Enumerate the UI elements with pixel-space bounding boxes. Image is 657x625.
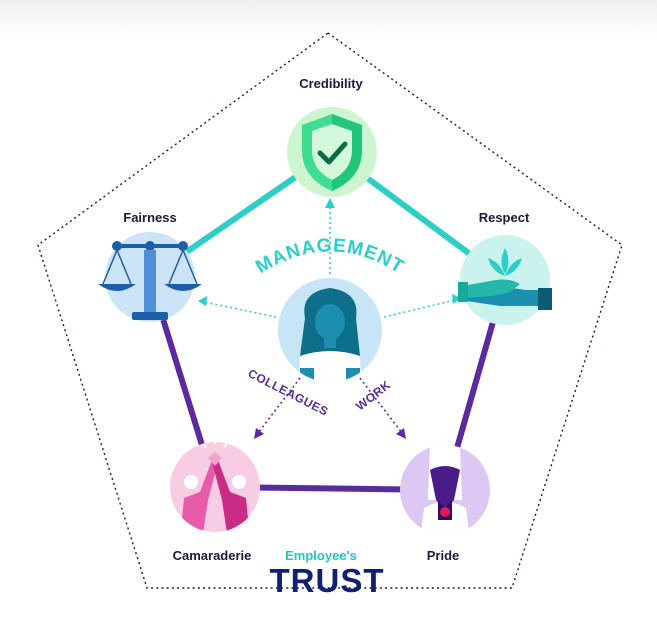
woman-avatar-icon bbox=[298, 288, 362, 382]
fairness-label: Fairness bbox=[123, 210, 177, 225]
fairness-node bbox=[98, 232, 202, 322]
respect-node bbox=[458, 235, 552, 325]
trust-subtitle: Employee's bbox=[285, 548, 357, 563]
management-arrowheads bbox=[198, 198, 461, 306]
credibility-label: Credibility bbox=[299, 76, 363, 91]
pentagon-outline bbox=[37, 32, 623, 589]
peer-arrows bbox=[257, 377, 403, 434]
management-arrows bbox=[203, 204, 456, 318]
lotus-hands-icon bbox=[458, 248, 552, 310]
arrowhead-right bbox=[452, 294, 461, 304]
arrowhead-colleagues bbox=[254, 428, 264, 439]
management-label: MANAGEMENT bbox=[252, 235, 407, 278]
employee-node bbox=[278, 278, 382, 382]
work-label: WORK bbox=[353, 378, 393, 414]
pride-label: Pride bbox=[426, 548, 460, 563]
respect-label: Respect bbox=[478, 210, 530, 225]
camaraderie-label: Camaraderie bbox=[172, 548, 252, 563]
camaraderie-node bbox=[170, 442, 260, 532]
shield-check-icon bbox=[302, 114, 362, 191]
arrowhead-up bbox=[325, 198, 335, 208]
pride-node bbox=[400, 445, 490, 535]
balance-scale-icon bbox=[98, 241, 202, 320]
arrowhead-left bbox=[198, 296, 207, 306]
trust-title: TRUST bbox=[269, 562, 385, 599]
credibility-node bbox=[287, 107, 377, 197]
person-medal-icon bbox=[420, 445, 470, 535]
arrowhead-work bbox=[396, 428, 406, 439]
